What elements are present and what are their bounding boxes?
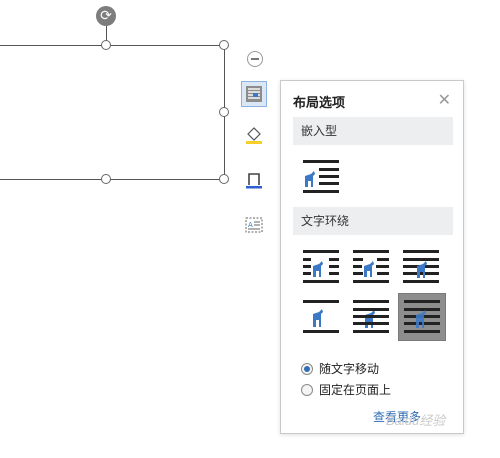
resize-handle-right[interactable]: [219, 107, 229, 117]
minus-circle-icon[interactable]: [247, 51, 263, 67]
panel-title: 布局选项: [293, 95, 346, 110]
text-frame-icon: A: [245, 217, 263, 233]
inline-with-text-option[interactable]: [299, 155, 343, 199]
layout-options-icon: [246, 86, 262, 102]
shape-fill-icon: [246, 127, 262, 144]
square-wrap-option[interactable]: [299, 245, 343, 289]
shape-fill-button[interactable]: [241, 122, 267, 148]
rotate-icon[interactable]: ⟳: [96, 6, 116, 26]
close-icon[interactable]: ✕: [437, 90, 451, 109]
layout-options-button[interactable]: [241, 81, 267, 107]
inline-wrap-icon: [303, 160, 339, 193]
move-with-text-option[interactable]: 随文字移动: [301, 360, 379, 377]
behind-text-option[interactable]: [349, 295, 393, 339]
behind-text-icon: [353, 300, 389, 333]
rotate-connector: [106, 26, 107, 45]
fix-on-page-option[interactable]: 固定在页面上: [301, 381, 391, 398]
resize-handle-top[interactable]: [101, 40, 111, 50]
through-wrap-option[interactable]: [399, 245, 443, 289]
resize-handle-bottom-right[interactable]: [219, 174, 229, 184]
in-front-of-text-icon: [404, 300, 440, 333]
resize-handle-top-right[interactable]: [219, 40, 229, 50]
tight-wrap-icon: [353, 250, 389, 283]
selected-shape[interactable]: [0, 45, 225, 180]
top-bottom-wrap-option[interactable]: [299, 295, 343, 339]
through-wrap-icon: [403, 250, 439, 283]
shape-outline-icon: [246, 173, 262, 189]
see-more-link[interactable]: 查看更多: [373, 410, 422, 424]
resize-handle-bottom[interactable]: [101, 174, 111, 184]
wrap-section-header: 文字环绕: [293, 207, 453, 235]
radio-unchecked-icon[interactable]: [301, 383, 313, 396]
radio-checked-icon[interactable]: [301, 362, 313, 375]
tight-wrap-option[interactable]: [349, 245, 393, 289]
layout-options-panel: 布局选项 ✕ 嵌入型 文字环绕: [280, 80, 464, 434]
inline-section-header: 嵌入型: [293, 117, 453, 145]
text-frame-button[interactable]: A: [241, 212, 267, 238]
in-front-of-text-option[interactable]: [398, 293, 446, 341]
svg-text:A: A: [248, 221, 253, 229]
top-bottom-wrap-icon: [303, 300, 339, 333]
square-wrap-icon: [303, 250, 339, 283]
shape-outline-button[interactable]: [241, 167, 267, 193]
move-with-text-label: 随文字移动: [319, 362, 380, 376]
fix-on-page-label: 固定在页面上: [319, 383, 392, 397]
watermark: Baidu经验: [386, 413, 446, 428]
